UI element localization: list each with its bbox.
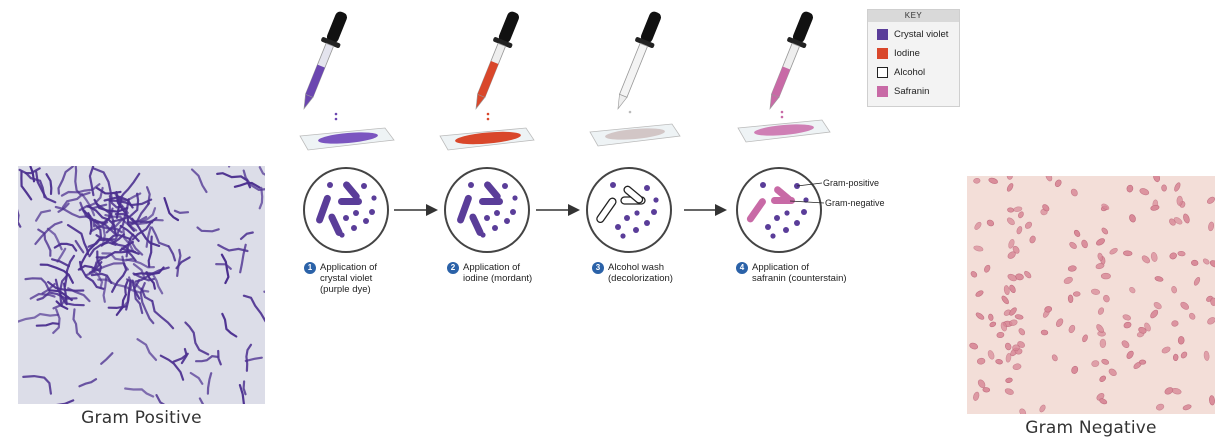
dropper-icon [303, 11, 347, 110]
key-item-iodine: Iodine [877, 46, 920, 60]
gram-negative-callout: Gram-negative [825, 198, 885, 208]
step-3-number: 3 [592, 262, 604, 274]
dropper-icon [617, 11, 661, 110]
gram-negative-micrograph [967, 176, 1215, 414]
gram-positive-callout: Gram-positive [823, 178, 879, 188]
slide-icon [589, 123, 681, 147]
color-key: KEY Crystal violet Iodine Alcohol Safran… [867, 9, 960, 107]
step-2-graphic [439, 11, 535, 253]
gram-positive-micrograph [18, 166, 265, 404]
step-4-graphic: Gram-positive Gram-negative [736, 11, 885, 253]
step-2-number: 2 [447, 262, 459, 274]
step-2-label: Application of iodine (mordant) [463, 262, 533, 284]
dropper-icon [769, 11, 813, 110]
dropper-icon [475, 11, 519, 110]
step-1-number: 1 [304, 262, 316, 274]
slide-icon [299, 127, 395, 151]
safranin-swatch [877, 85, 888, 97]
step-1-label: Application of crystal violet (purple dy… [320, 262, 378, 295]
key-item-safranin: Safranin [877, 84, 929, 98]
key-item-crystal-violet: Crystal violet [877, 27, 948, 41]
gram-positive-caption: Gram Positive [81, 408, 202, 428]
step-3-graphic [586, 11, 681, 253]
key-item-alcohol: Alcohol [877, 65, 925, 79]
gram-stain-diagram: Gram-positive Gram-negative [299, 11, 885, 253]
gram-negative-caption: Gram Negative [1025, 418, 1157, 438]
key-title: KEY [868, 10, 959, 22]
step-4-label: Application of safranin (counterstain) [752, 262, 847, 284]
iodine-swatch [877, 47, 888, 59]
crystal-violet-swatch [877, 28, 888, 40]
slide-icon [439, 127, 535, 151]
alcohol-swatch [877, 66, 888, 78]
step-1-graphic [299, 11, 395, 253]
step-3-label: Alcohol wash (decolorization) [608, 262, 673, 284]
step-4-number: 4 [736, 262, 748, 274]
slide-icon [737, 119, 831, 143]
